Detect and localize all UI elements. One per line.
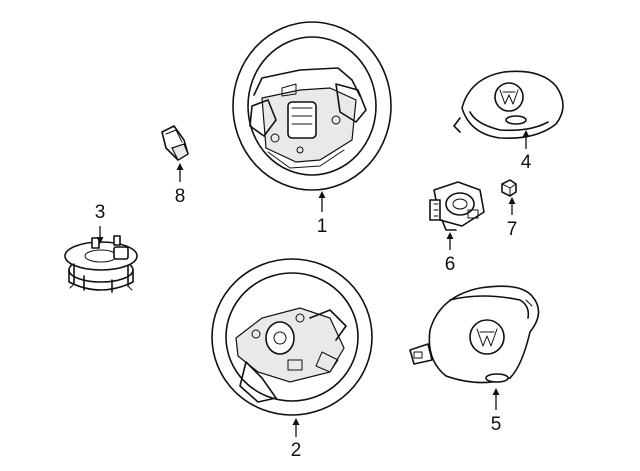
steering-wheel-1 [232,21,392,191]
callout-3: 3 [95,202,106,244]
callout-5: 5 [491,388,502,435]
callout-layer: 1 2 3 4 5 6 7 8 [95,130,532,461]
callout-8: 8 [175,163,186,207]
arrowhead-3 [96,237,104,244]
callout-4: 4 [521,130,532,173]
airbag-module-4 [453,70,564,140]
callout-number-8: 8 [175,186,186,207]
callout-6: 6 [445,232,456,275]
callout-number-3: 3 [95,202,106,223]
callout-1: 1 [317,191,328,237]
arrowhead-8 [176,163,184,170]
callout-number-2: 2 [291,440,302,461]
screw [501,179,517,197]
airbag-module-5 [409,285,540,384]
callout-2: 2 [291,418,302,461]
callout-7: 7 [507,197,518,240]
arrowhead-6 [446,232,454,239]
callout-number-5: 5 [491,414,502,435]
arrowhead-7 [508,197,516,204]
switch [161,125,189,161]
arrowhead-1 [318,191,326,198]
callout-number-7: 7 [507,219,518,240]
switch-bracket [429,181,485,231]
arrowhead-4 [522,130,530,137]
callout-number-4: 4 [521,152,532,173]
vw-emblem-4 [494,82,524,112]
clock-spring [64,235,138,293]
arrowhead-2 [292,418,300,425]
callout-number-6: 6 [445,254,456,275]
callout-number-1: 1 [317,216,328,237]
arrowhead-5 [492,388,500,395]
steering-wheel-2 [211,258,373,416]
